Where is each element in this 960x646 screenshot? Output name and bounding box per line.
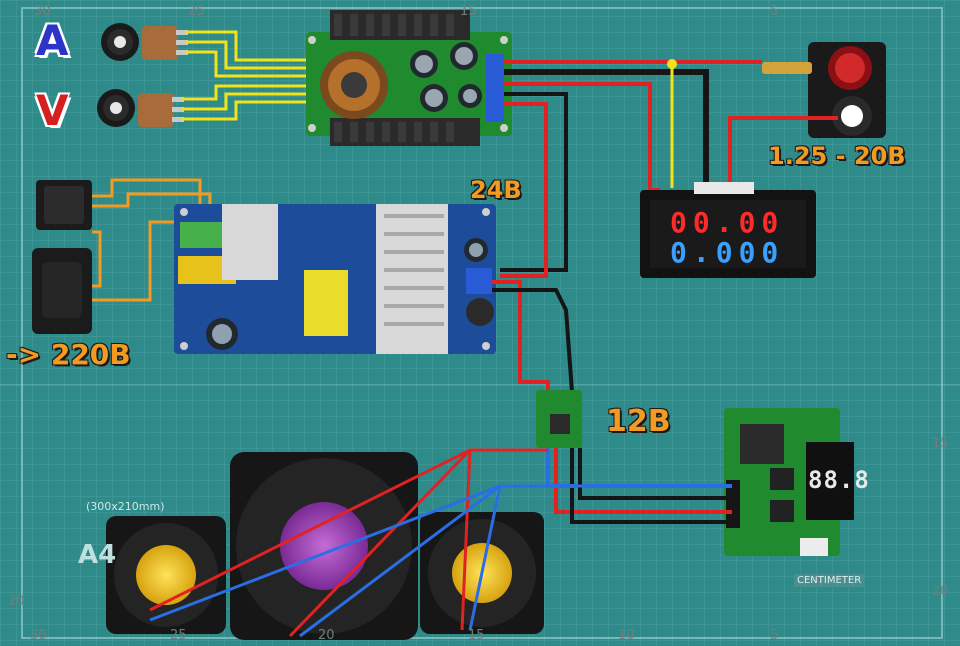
output-wires	[500, 60, 838, 278]
buck-converter-module	[306, 10, 512, 146]
stepdown-12v-module	[536, 390, 582, 448]
amp-letter: A	[36, 16, 69, 65]
volt-amp-meter	[640, 182, 816, 278]
output-range-label: 1.25 - 20B	[768, 142, 906, 170]
ruler-bottom-15: 15	[468, 628, 485, 643]
ruler-bottom-20: 20	[318, 628, 335, 643]
v12-label: 12B	[606, 404, 671, 439]
centimeter-tag: CENTIMETER	[794, 574, 865, 587]
ruler-top-15: 15	[460, 4, 477, 19]
fan-center	[230, 452, 418, 640]
power-switch	[36, 180, 92, 230]
ac-inlet-socket	[32, 248, 92, 334]
psu-24v-board	[174, 204, 496, 354]
ruler-bottom-5: 5	[770, 628, 779, 643]
v220-label: -> 220B	[6, 338, 131, 371]
meter-top-readout: 00.00	[670, 206, 785, 239]
wire-junction	[667, 59, 677, 69]
fan-wires	[149, 448, 732, 638]
ruler-bottom-25: 25	[170, 628, 187, 643]
ruler-right-15: 15	[932, 436, 949, 451]
v24-label: 24B	[470, 176, 522, 204]
volt-letter: V	[36, 86, 69, 135]
ruler-right-20: 20	[932, 584, 949, 599]
output-binding-posts	[762, 42, 886, 138]
thermostat-readout: 88.8	[808, 466, 870, 494]
ruler-bottom-30: 30	[30, 628, 47, 643]
a4-label: A4	[78, 540, 117, 570]
psu-to-12v-wires	[492, 280, 574, 393]
voltage-potentiometer	[97, 89, 184, 127]
meter-bottom-readout: 0.000	[670, 236, 785, 269]
yellow-pot-wires	[182, 30, 318, 121]
thermostat-module	[724, 408, 854, 556]
ruler-top-25: 25	[188, 4, 205, 19]
ruler-left-20: 20	[8, 594, 25, 609]
current-potentiometer	[101, 23, 188, 61]
fan-left	[106, 516, 226, 634]
mat-size-label: (300x210mm)	[86, 500, 165, 513]
mat-border	[21, 7, 943, 639]
ruler-top-5: 5	[770, 4, 779, 19]
ruler-top-30: 30	[34, 4, 51, 19]
ruler-bottom-10: 10	[618, 628, 635, 643]
